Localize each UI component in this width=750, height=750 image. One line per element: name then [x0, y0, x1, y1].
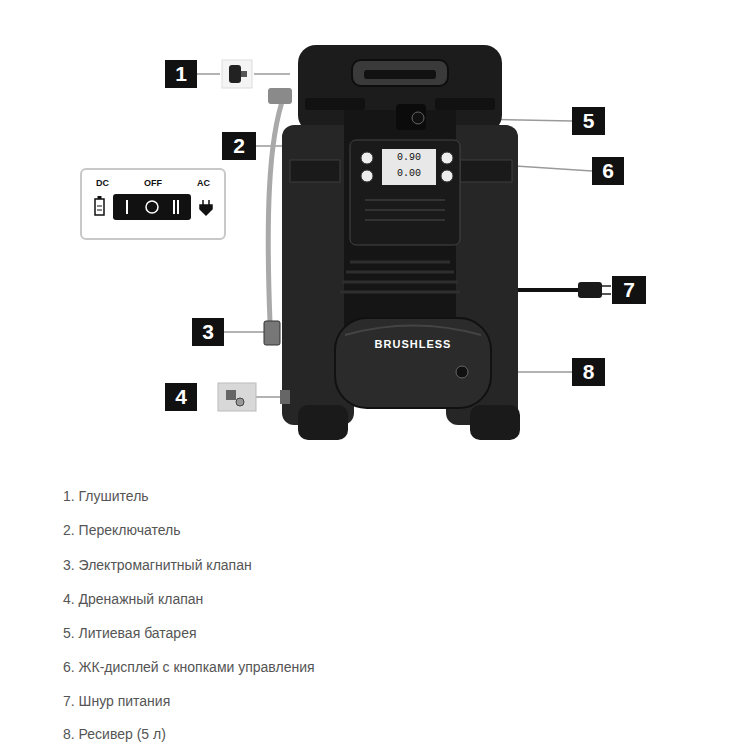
callout-number: 4 [165, 383, 197, 411]
part-list-item: 1. Глушитель [63, 488, 149, 504]
part-list-item: 7. Шнур питания [63, 693, 170, 709]
brand-text: BRUSHLESS [350, 338, 476, 354]
callout-number: 6 [592, 157, 624, 185]
callout-number: 3 [192, 318, 224, 346]
switch-position: DC [96, 178, 109, 188]
switch-inset: DC OFF AC [80, 168, 226, 240]
display-reading: 0.90 [383, 152, 435, 165]
callout-number: 8 [572, 358, 605, 386]
part-list-item: 4. Дренажный клапан [63, 591, 203, 607]
part-list-item: 3. Электромагнитный клапан [63, 557, 252, 573]
switch-position: OFF [144, 178, 162, 188]
callout-number: 2 [222, 132, 256, 160]
switch-legend-row: DC OFF AC [82, 170, 224, 188]
switch-position: AC [197, 178, 210, 188]
callout-number: 5 [572, 107, 605, 135]
part-list-item: 2. Переключатель [63, 522, 180, 538]
callout-number: 1 [165, 60, 197, 88]
part-list-item: 8. Ресивер (5 л) [63, 726, 166, 742]
part-list-item: 6. ЖК-дисплей с кнопками управления [63, 659, 315, 675]
callout-number: 7 [612, 276, 646, 304]
part-list-item: 5. Литиевая батарея [63, 625, 197, 641]
display-reading: 0.00 [383, 168, 435, 181]
